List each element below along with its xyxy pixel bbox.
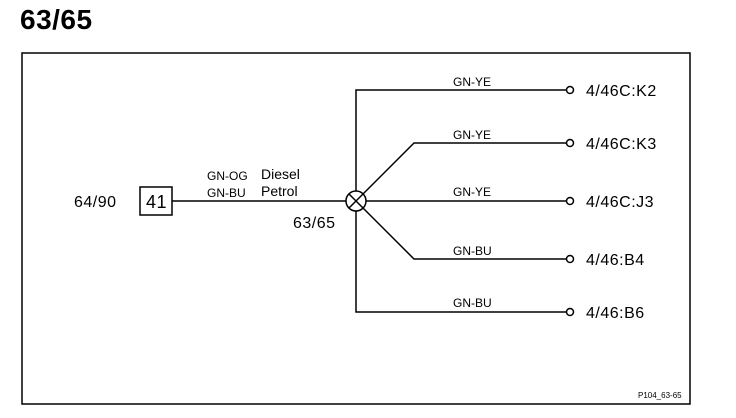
diagram-frame — [21, 52, 691, 405]
feed-variant-top: Diesel — [261, 166, 300, 182]
branch-wire-label-3: GN-YE — [453, 185, 491, 199]
connector-box-label: 41 — [146, 192, 167, 212]
branch-wire-5 — [355, 211, 566, 313]
terminal-dot-1 — [565, 85, 575, 95]
branch-wire-label-4: GN-BU — [453, 244, 492, 258]
branch-wire-label-2: GN-YE — [453, 128, 491, 142]
splice-label: 63/65 — [293, 215, 336, 232]
terminal-dot-4 — [565, 254, 575, 264]
terminal-label-1: 4/46C:K2 — [586, 83, 657, 100]
branch-wire-2 — [362, 142, 566, 195]
page-title: 63/65 — [20, 4, 93, 35]
terminal-label-4: 4/46:B4 — [586, 252, 645, 269]
feed-variant-bottom: Petrol — [261, 183, 298, 199]
terminal-dot-2 — [565, 138, 575, 148]
terminal-label-5: 4/46:B6 — [586, 305, 645, 322]
feed-wire-bottom: GN-BU — [207, 186, 246, 200]
feed-wire-top: GN-OG — [207, 169, 248, 183]
branch-wire-4 — [362, 207, 566, 260]
reference-code: P104_63-65 — [638, 391, 682, 400]
terminal-label-2: 4/46C:K3 — [586, 136, 657, 153]
branch-wire-1 — [355, 89, 566, 191]
terminal-dot-3 — [565, 196, 575, 206]
source-label: 64/90 — [74, 194, 117, 211]
connector-box — [139, 186, 173, 216]
terminal-label-3: 4/46C:J3 — [586, 194, 654, 211]
terminal-dot-5 — [565, 307, 575, 317]
branch-wire-label-1: GN-YE — [453, 75, 491, 89]
branch-wire-label-5: GN-BU — [453, 296, 492, 310]
